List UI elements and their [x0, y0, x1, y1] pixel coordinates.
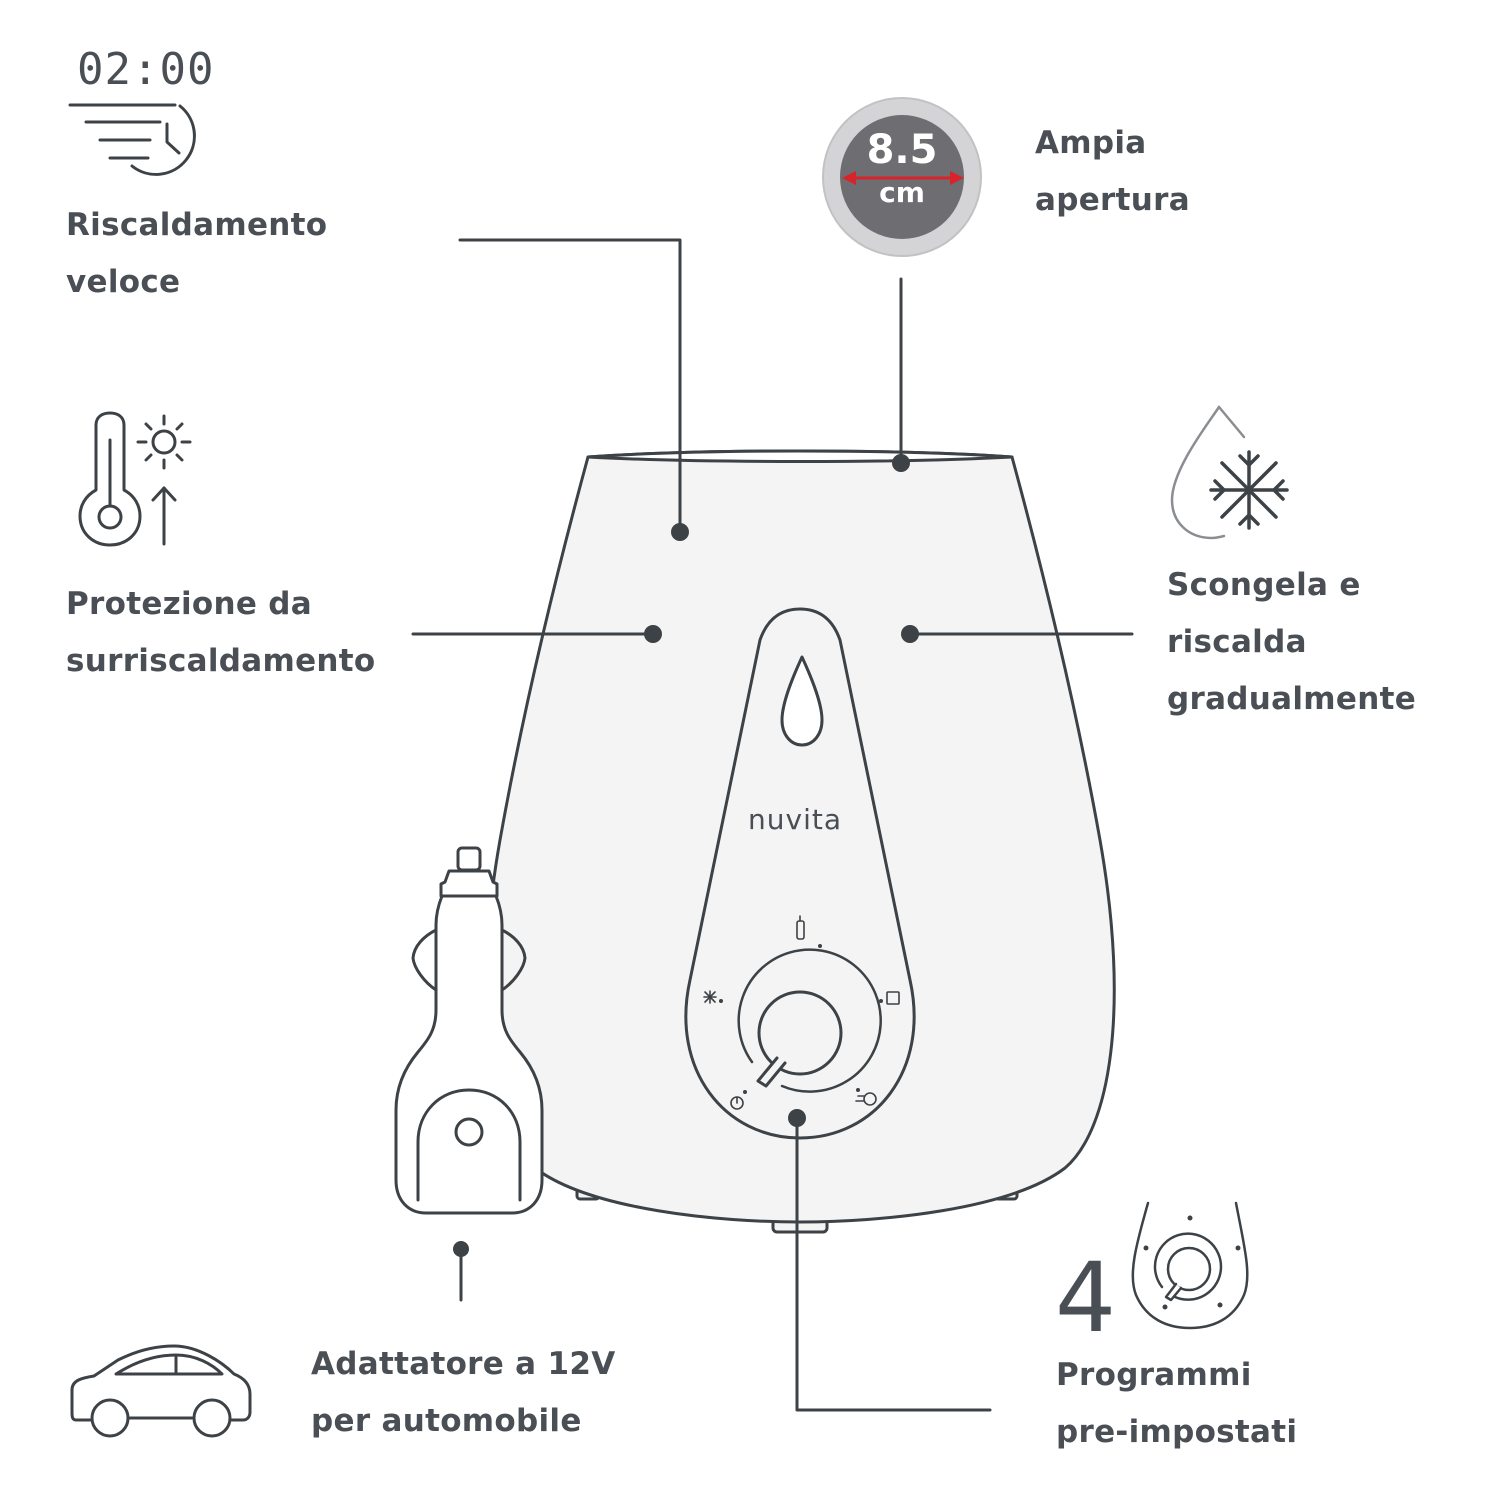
width-badge-icon — [822, 97, 982, 257]
label-overheat-line2: surriscaldamento — [66, 643, 376, 679]
thermometer-sun-icon — [78, 411, 192, 547]
timer-display: 02:00 — [77, 44, 215, 95]
badge-value: 8.5 — [866, 127, 938, 173]
label-thaw-line2: riscalda — [1167, 624, 1307, 660]
label-overheat-line1: Protezione da — [66, 586, 313, 622]
label-wide-opening-line1: Ampia — [1035, 125, 1147, 161]
brand-logo: nuvita — [748, 803, 842, 836]
label-thaw-line3: gradualmente — [1167, 681, 1417, 717]
car-icon — [70, 1344, 252, 1438]
label-fast-heating-line2: veloce — [66, 264, 181, 300]
badge-unit: cm — [879, 176, 925, 209]
programs-count: 4 — [1055, 1242, 1117, 1354]
label-overheat-protection: Protezione da surriscaldamento — [66, 576, 376, 690]
label-programs-line1: Programmi — [1056, 1357, 1252, 1393]
label-car-adapter: Adattatore a 12V per automobile — [311, 1336, 616, 1450]
bottle-warmer-device — [484, 449, 1116, 1234]
label-programs-line2: pre-impostati — [1056, 1414, 1298, 1450]
leader-dots — [453, 454, 919, 1257]
drop-snowflake-icon — [1170, 405, 1289, 540]
label-wide-opening: Ampia apertura — [1035, 115, 1190, 229]
clock-speed-icon — [68, 103, 196, 176]
label-thaw-line1: Scongela e — [1167, 567, 1361, 603]
label-fast-heating-line1: Riscaldamento — [66, 207, 328, 243]
label-car-adapter-line2: per automobile — [311, 1403, 582, 1439]
leader-lines — [411, 238, 1134, 1412]
label-thaw-and-heat: Scongela e riscalda gradualmente — [1167, 557, 1416, 728]
label-fast-heating: Riscaldamento veloce — [66, 197, 327, 311]
label-wide-opening-line2: apertura — [1035, 182, 1190, 218]
label-programs: Programmi pre-impostati — [1056, 1347, 1297, 1461]
car-plug-adapter — [394, 846, 544, 1215]
dial-programs-icon — [1131, 1201, 1249, 1330]
label-car-adapter-line1: Adattatore a 12V — [311, 1346, 616, 1382]
